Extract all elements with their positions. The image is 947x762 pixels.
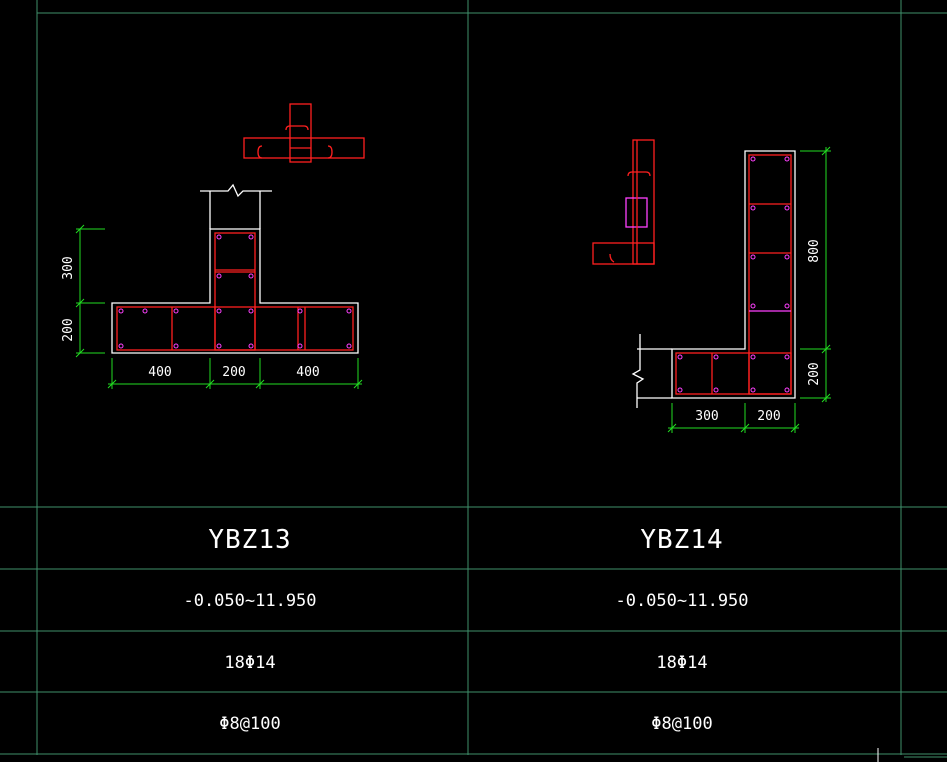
tie-detail-horizontal: [243, 137, 365, 159]
rebar-dot: [750, 354, 756, 360]
column-name-ybz14: YBZ14: [640, 525, 723, 555]
dim-tick: [740, 423, 750, 433]
rebar-dot: [216, 343, 222, 349]
rebar-dot: [346, 343, 352, 349]
rebar-dot: [297, 308, 303, 314]
dim-label-200: 200: [757, 409, 780, 424]
column-cage: [748, 154, 792, 395]
rebar-dot: [248, 234, 254, 240]
dim-tick: [790, 423, 800, 433]
tie-hook-right: [327, 145, 333, 159]
rebar-dot: [750, 156, 756, 162]
dim-label-200: 200: [61, 318, 76, 341]
longitudinal-rebar-ybz13: 18Φ14: [224, 653, 275, 673]
break-line-left: [631, 334, 645, 408]
ybz14-dimensions: 800 200 300 200: [667, 146, 831, 433]
stirrup-ybz13: Φ8@100: [219, 714, 280, 734]
rebar-dot: [248, 273, 254, 279]
break-line-top: [200, 183, 272, 198]
dim-tick: [75, 224, 85, 234]
ybz14-section: [631, 150, 796, 408]
rebar-dot: [346, 308, 352, 314]
tie-hook-top: [285, 125, 309, 131]
tie-hook-bottom: [609, 253, 615, 263]
dim-label-800: 800: [807, 239, 822, 262]
rebar-dot: [118, 343, 124, 349]
rebar-dot: [677, 387, 683, 393]
dim-tick: [75, 298, 85, 308]
rebar-dot: [713, 354, 719, 360]
stirrup-ybz14: Φ8@100: [651, 714, 712, 734]
dim-tick: [255, 379, 265, 389]
web-cage: [214, 232, 256, 351]
rebar-dots-ybz14: [677, 156, 790, 393]
rebar-dot: [248, 308, 254, 314]
dim-label-400-right: 400: [296, 365, 319, 380]
rebar-dot: [750, 303, 756, 309]
column-name-ybz13: YBZ13: [208, 525, 291, 555]
dim-tick: [821, 146, 831, 156]
dim-tick: [205, 379, 215, 389]
rebar-dot: [216, 273, 222, 279]
rebar-dots-ybz13: [118, 234, 352, 349]
dim-label-400-left: 400: [148, 365, 171, 380]
dim-tick: [353, 379, 363, 389]
rebar-dot: [677, 354, 683, 360]
dim-tick: [667, 423, 677, 433]
rebar-dot: [784, 254, 790, 260]
dim-tick: [107, 379, 117, 389]
ybz13-section: [111, 183, 359, 354]
column-table: YBZ13 YBZ14 -0.050~11.950 -0.050~11.950 …: [183, 525, 748, 734]
dim-tick: [75, 348, 85, 358]
dim-tick: [821, 344, 831, 354]
t-section-outline: [111, 228, 359, 354]
tie-detail-vertical: [289, 103, 312, 163]
rebar-dot: [784, 354, 790, 360]
rebar-dot: [216, 234, 222, 240]
dim-label-300: 300: [695, 409, 718, 424]
rebar-dot: [297, 343, 303, 349]
dim-tick: [821, 393, 831, 403]
elevation-ybz14: -0.050~11.950: [615, 591, 748, 611]
rebar-dot: [142, 308, 148, 314]
l-section-outline: [671, 150, 796, 399]
dim-label-300: 300: [61, 256, 76, 279]
ybz13-tie-detail: [243, 103, 365, 163]
rebar-dot: [784, 156, 790, 162]
dim-label-200-middle: 200: [222, 365, 245, 380]
flange-cage: [675, 352, 792, 395]
ybz14-tie-detail: [592, 139, 655, 265]
rebar-dot: [713, 387, 719, 393]
rebar-dot: [248, 343, 254, 349]
flange-cage: [116, 306, 354, 351]
tie-detail-vertical: [632, 139, 655, 265]
ybz13-dimensions: 300 200 400 200 400: [61, 224, 363, 389]
rebar-dot: [750, 254, 756, 260]
tie-detail-horizontal: [592, 242, 655, 265]
dim-label-200: 200: [807, 362, 822, 385]
rebar-dot: [173, 343, 179, 349]
tie-hook-left: [257, 145, 263, 159]
rebar-dot: [118, 308, 124, 314]
rebar-dot: [216, 308, 222, 314]
rebar-dot: [750, 387, 756, 393]
rebar-dot: [784, 387, 790, 393]
tie-hook-top: [627, 171, 651, 177]
rebar-dot: [750, 205, 756, 211]
rebar-dot: [173, 308, 179, 314]
rebar-dot: [784, 303, 790, 309]
elevation-ybz13: -0.050~11.950: [183, 591, 316, 611]
longitudinal-rebar-ybz14: 18Φ14: [656, 653, 707, 673]
rebar-dot: [784, 205, 790, 211]
